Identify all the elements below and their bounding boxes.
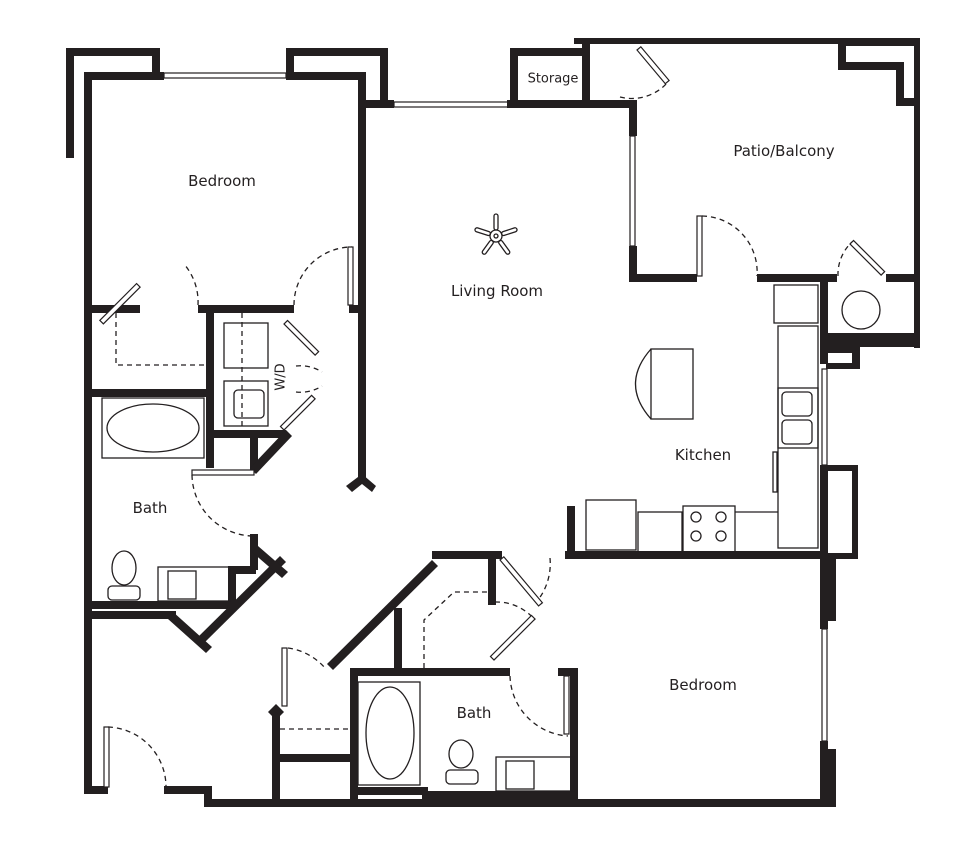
- toilet-icon: [445, 739, 479, 785]
- doors: [98, 45, 886, 787]
- bathtub-icon: [101, 397, 205, 459]
- room-label-bedroom-2: Bedroom: [669, 676, 737, 694]
- room-label-bath-1: Bath: [132, 499, 168, 517]
- closet-rods: [115, 313, 488, 730]
- double-sink-icon: [777, 387, 819, 449]
- ceiling-fan-icon: [474, 213, 518, 255]
- room-label-storage: Storage: [527, 71, 579, 87]
- bathtub-icon: [357, 681, 421, 786]
- island-icon: [650, 348, 694, 420]
- room-label-patio: Patio/Balcony: [733, 142, 835, 160]
- water-heater-icon: [841, 290, 881, 330]
- sink-icon: [505, 760, 535, 790]
- room-label-bedroom-1: Bedroom: [188, 172, 256, 190]
- room-label-kitchen: Kitchen: [674, 446, 732, 464]
- room-label-bath-2: Bath: [456, 704, 492, 722]
- walls: [66, 38, 920, 807]
- stove-icon: [682, 505, 736, 553]
- utility-label-wd: W/D: [273, 363, 289, 391]
- room-label-living-room: Living Room: [450, 282, 544, 300]
- fixtures: [101, 213, 881, 792]
- toilet-icon: [107, 550, 141, 601]
- washer-icon: [223, 322, 269, 369]
- dryer-icon: [223, 380, 269, 427]
- refrigerator-icon: [773, 284, 819, 324]
- sink-icon: [167, 570, 197, 600]
